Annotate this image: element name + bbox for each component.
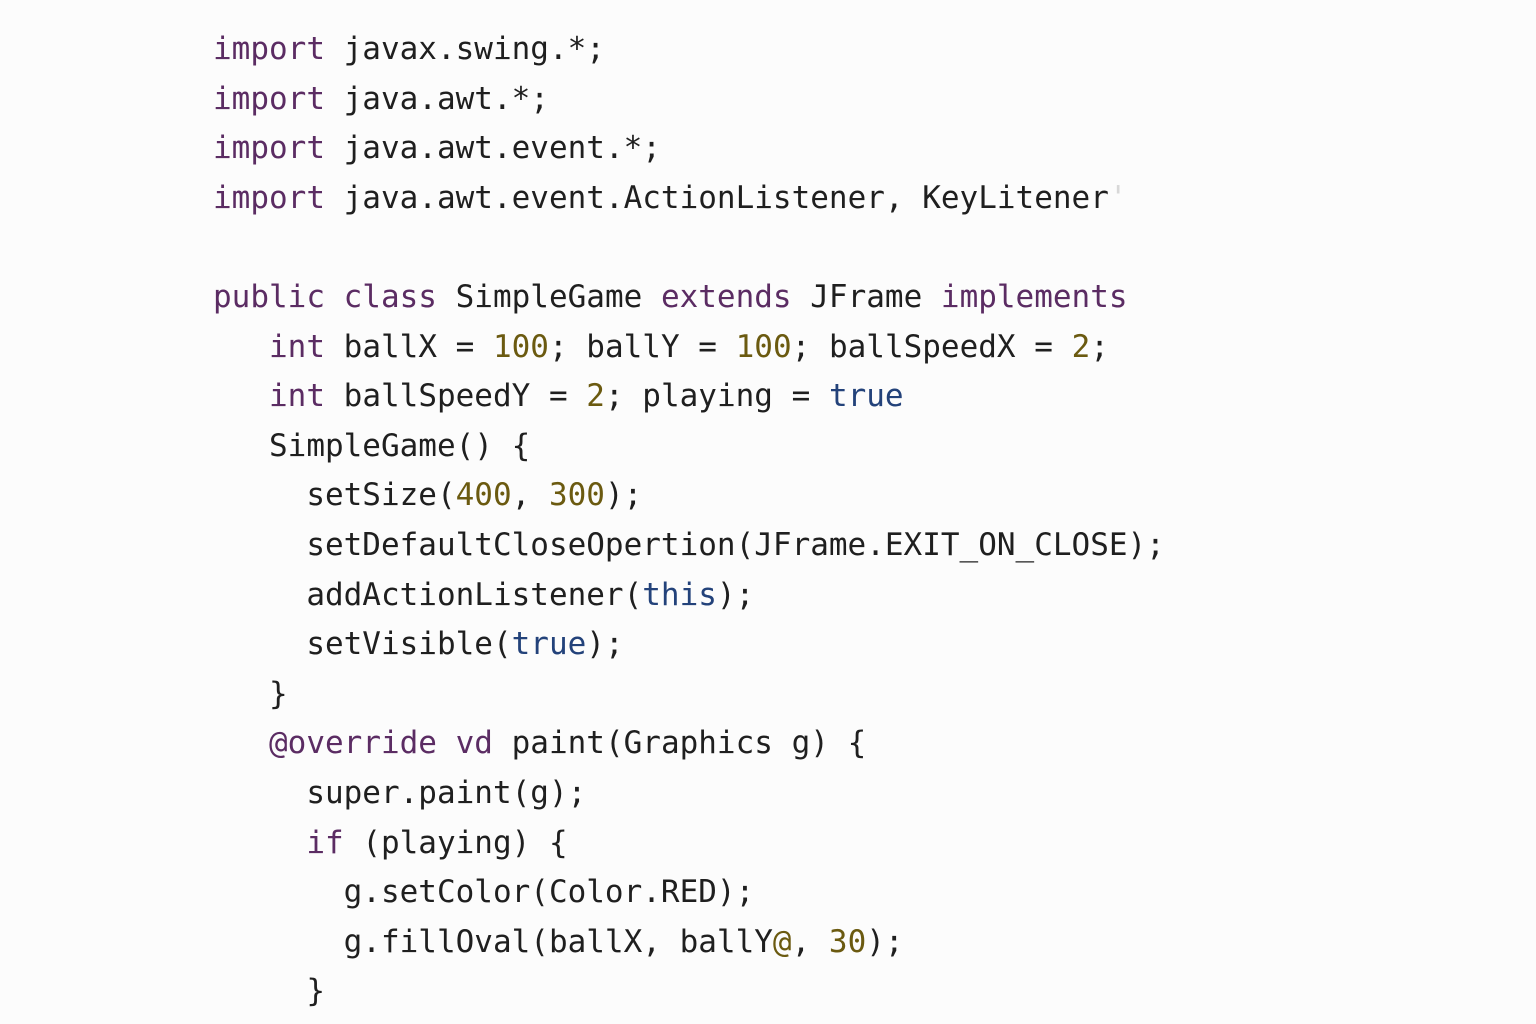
code-token: 400 <box>455 477 512 514</box>
code-token: import <box>213 130 325 167</box>
code-token: implements <box>940 279 1128 315</box>
code-line-8: int ballSpeedY = 2; playing = true <box>213 376 904 416</box>
code-token: ballX = <box>325 328 493 365</box>
code-token: 300 <box>548 477 605 514</box>
code-token: import <box>213 31 325 67</box>
code-token: javax.swing.*; <box>324 31 605 67</box>
code-token: ; playing = <box>604 378 829 415</box>
code-token: import <box>213 80 325 117</box>
code-token: SimpleGame() { <box>213 427 531 464</box>
code-line-18: g.setColor(Color.RED); <box>213 872 755 912</box>
code-token: public class <box>213 279 437 315</box>
code-token: import <box>213 179 325 216</box>
code-token: setDefaultCloseOpertion(JFrame.EXIT_ON_C… <box>213 527 1165 563</box>
code-token: setSize( <box>213 477 456 514</box>
code-token: this <box>642 576 717 613</box>
code-token: ); <box>866 923 904 960</box>
code-line-6: public class SimpleGame extends JFrame i… <box>213 277 1128 317</box>
code-token: ' <box>1108 179 1128 216</box>
code-token: ); <box>604 477 643 514</box>
code-token: (playing) { <box>343 824 568 861</box>
code-line-13: setVisible(true); <box>213 624 624 664</box>
code-token: , <box>791 923 829 960</box>
code-token: true <box>828 378 904 415</box>
code-token <box>213 378 269 414</box>
code-token: } <box>213 973 325 1010</box>
code-token: 2 <box>1071 328 1091 365</box>
code-token: g.fillOval(ballX, ballY <box>213 923 773 960</box>
code-line-14: } <box>213 674 288 714</box>
code-token: java.awt.event.*; <box>324 130 661 167</box>
code-token: true <box>511 626 587 663</box>
code-line-9: SimpleGame() { <box>213 426 530 466</box>
code-token: , <box>511 477 549 514</box>
code-token: 2 <box>586 378 605 415</box>
code-line-11: setDefaultCloseOpertion(JFrame.EXIT_ON_C… <box>213 525 1165 565</box>
code-line-10: setSize(400, 300); <box>213 475 642 515</box>
code-line-17: if (playing) { <box>213 823 568 863</box>
code-token: g.setColor(Color.RED); <box>213 874 755 911</box>
code-token: @override vd <box>269 725 493 762</box>
code-token: paint(Graphics g) { <box>492 725 867 762</box>
code-token: 30 <box>828 923 867 960</box>
code-token: super.paint(g); <box>213 775 587 811</box>
code-token: SimpleGame <box>436 279 661 315</box>
code-line-19: g.fillOval(ballX, ballY@, 30); <box>213 922 904 962</box>
code-token: JFrame <box>791 279 941 315</box>
code-token <box>213 725 269 761</box>
code-line-4: import java.awt.event.ActionListener, Ke… <box>213 178 1128 218</box>
code-token: addActionListener( <box>213 576 643 613</box>
code-token: @ <box>772 923 792 960</box>
code-token: ; ballSpeedX = <box>791 328 1072 365</box>
code-line-12: addActionListener(this); <box>213 575 754 615</box>
code-line-1: import javax.swing.*; <box>213 29 605 69</box>
code-token: if <box>306 824 344 861</box>
code-line-2: import java.awt.*; <box>213 79 549 119</box>
code-token: setVisible( <box>213 626 512 663</box>
code-token: 100 <box>735 328 792 365</box>
code-token: extends <box>660 279 792 315</box>
code-line-15: @override vd paint(Graphics g) { <box>213 723 866 763</box>
code-line-7: int ballX = 100; ballY = 100; ballSpeedX… <box>213 327 1109 367</box>
code-token <box>213 329 269 365</box>
code-token: int <box>269 328 325 365</box>
code-token: java.awt.event.ActionListener, KeyLitene… <box>324 179 1109 216</box>
code-line-3: import java.awt.event.*; <box>213 128 661 168</box>
code-token: 100 <box>492 328 549 365</box>
code-token: ); <box>586 626 624 663</box>
code-token: java.awt.*; <box>324 80 549 117</box>
code-token: ); <box>716 576 755 613</box>
code-token <box>213 825 306 861</box>
code-line-20: } <box>213 971 325 1011</box>
code-token: ballSpeedY = <box>325 378 587 415</box>
code-token: ; ballY = <box>548 328 736 365</box>
code-token: } <box>213 675 288 712</box>
code-token: int <box>269 378 325 415</box>
code-line-16: super.paint(g); <box>213 773 586 813</box>
code-token: ; <box>1090 328 1109 365</box>
